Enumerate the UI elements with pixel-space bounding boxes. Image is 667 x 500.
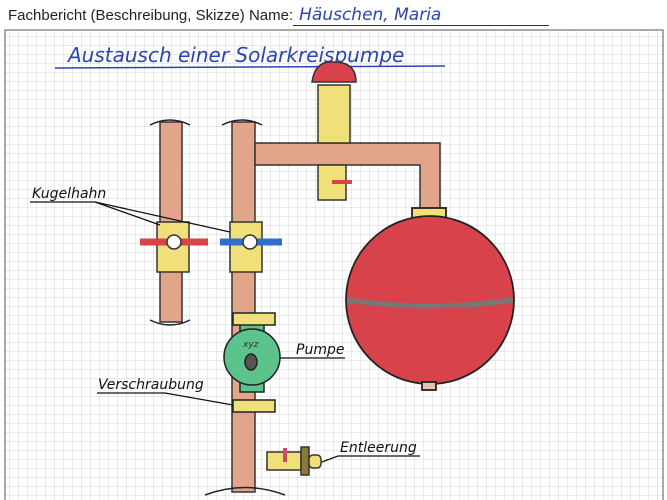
drain-valve <box>266 446 322 476</box>
report-header: Fachbericht (Beschreibung, Skizze) Name:… <box>8 5 550 26</box>
ball-valve-right <box>220 221 282 273</box>
label-union: Verschraubung <box>98 377 204 393</box>
label-drain: Entleerung <box>340 440 417 456</box>
pump-marking: xyz <box>242 340 259 350</box>
air-vent <box>311 61 357 201</box>
sketch-title: Austausch einer Solarkreispumpe <box>66 43 404 67</box>
label-ball-valve: Kugelhahn <box>32 186 106 202</box>
label-pump: Pumpe <box>296 342 344 358</box>
name-field: Häuschen, Maria <box>293 5 550 26</box>
pump <box>223 312 281 413</box>
ball-valve-left <box>140 221 208 273</box>
expansion-vessel <box>345 207 515 391</box>
header-label: Fachbericht (Beschreibung, Skizze) Name: <box>8 7 294 24</box>
